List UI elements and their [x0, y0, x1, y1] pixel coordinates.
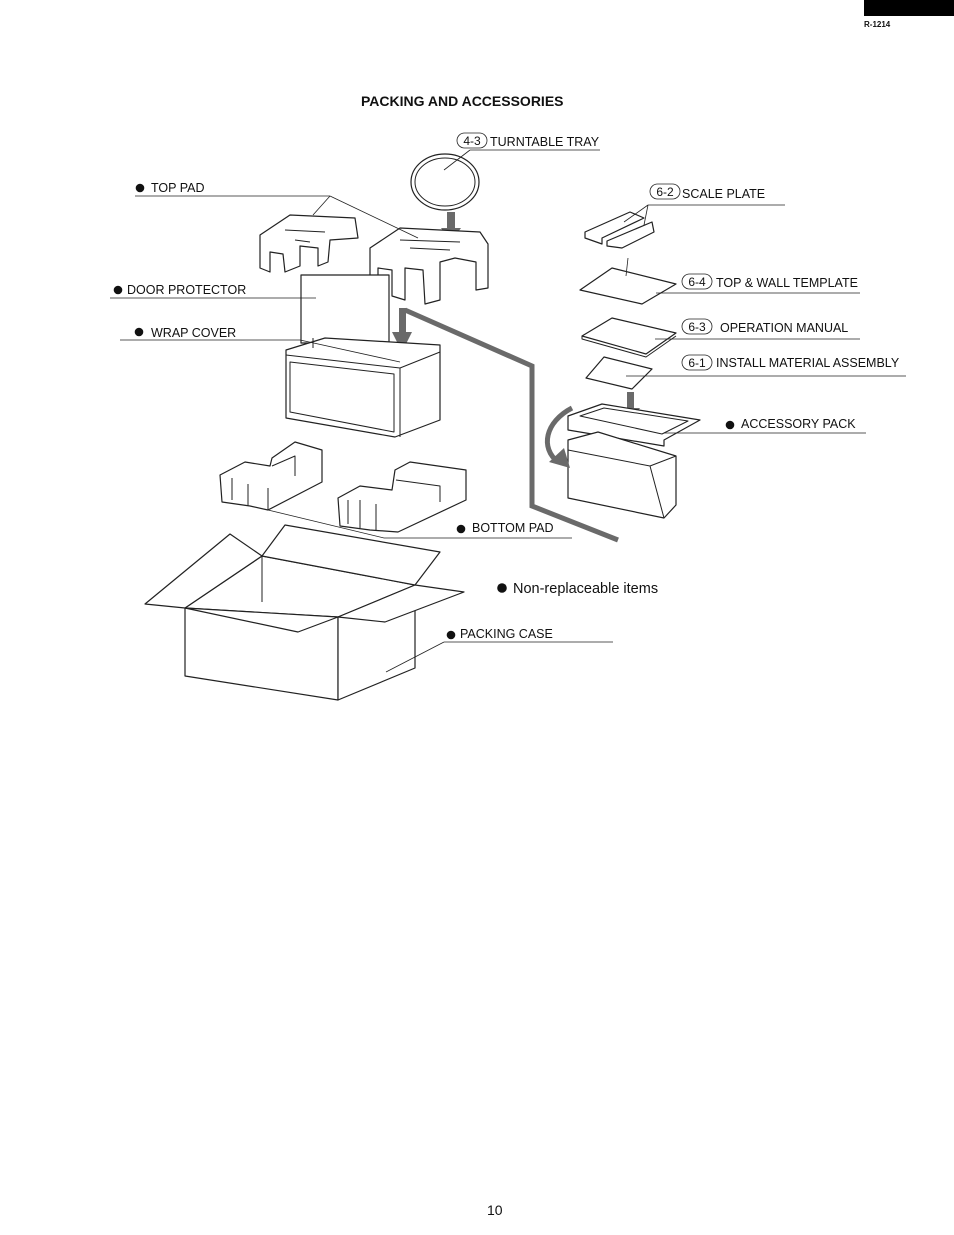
label-accessory-pack: ACCESSORY PACK: [741, 417, 856, 431]
turntable-tray-part: [410, 153, 480, 211]
leader-lines: [110, 149, 906, 673]
label-operation-manual: OPERATION MANUAL: [720, 321, 848, 335]
template-part: [579, 267, 677, 305]
bottom-pad-part-right: [337, 461, 467, 533]
label-top-pad: TOP PAD: [151, 181, 205, 195]
label-install-material: INSTALL MATERIAL ASSEMBLY: [716, 356, 900, 370]
legend-bullet: [497, 583, 507, 593]
bullet-wrap-cover: [134, 327, 144, 337]
return-line: [403, 307, 619, 543]
bullet-door-protector: [113, 285, 123, 295]
legend-text: Non-replaceable items: [513, 581, 658, 597]
down-arrow-wrap: [392, 308, 412, 352]
door-protector-part: [300, 274, 390, 344]
bullet-accessory-pack: [725, 420, 735, 430]
page-title: PACKING AND ACCESSORIES: [361, 93, 564, 109]
label-wrap-cover: WRAP COVER: [151, 326, 236, 340]
packing-case-part: [144, 524, 465, 701]
label-bottom-pad: BOTTOM PAD: [472, 521, 554, 535]
label-top-wall-template: TOP & WALL TEMPLATE: [716, 276, 858, 290]
bullet-top-pad: [135, 183, 145, 193]
scale-plate-part: [584, 211, 655, 249]
svg-text:4-3: 4-3: [463, 134, 481, 148]
ref-bubble-install: 6-1: [681, 354, 713, 371]
ref-bubble-template: 6-4: [681, 273, 713, 290]
label-turntable-tray: TURNTABLE TRAY: [490, 135, 600, 149]
ref-bubble-scale-plate: 6-2: [649, 183, 681, 200]
svg-text:6-4: 6-4: [688, 275, 706, 289]
svg-text:6-2: 6-2: [656, 185, 674, 199]
model-number: R-1214: [864, 20, 891, 29]
svg-text:6-3: 6-3: [688, 320, 706, 334]
manual-part: [581, 317, 677, 358]
install-material-part: [585, 356, 653, 390]
page-number: 10: [487, 1202, 503, 1218]
label-scale-plate: SCALE PLATE: [682, 187, 765, 201]
header-bar: [864, 0, 954, 16]
bullet-bottom-pad: [456, 524, 466, 534]
bottom-pad-part-left: [219, 441, 323, 511]
bullet-packing-case: [446, 630, 456, 640]
label-packing-case: PACKING CASE: [460, 627, 553, 641]
top-pad-part-right: [369, 227, 489, 305]
curved-arrow-head: [549, 448, 570, 468]
accessory-pack-part: [567, 403, 701, 519]
svg-text:6-1: 6-1: [688, 356, 706, 370]
wrap-cover-part: [285, 337, 441, 438]
top-pad-part-left: [259, 214, 359, 273]
label-door-protector: DOOR PROTECTOR: [127, 283, 246, 297]
ref-bubble-turntable: 4-3: [456, 132, 488, 149]
ref-bubble-manual: 6-3: [681, 318, 713, 335]
